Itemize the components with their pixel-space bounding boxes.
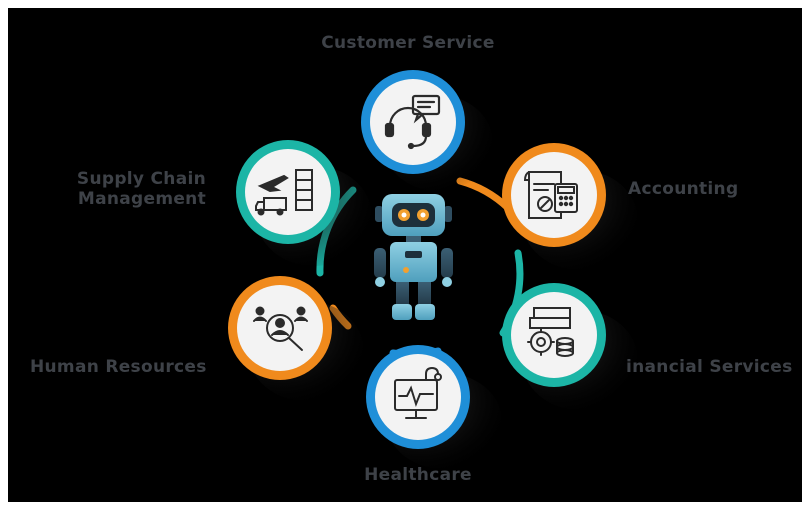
node-financial-services [502, 283, 638, 410]
people-magnifier-icon [253, 306, 308, 351]
monitor-stethoscope-icon [394, 366, 442, 419]
label-supply-chain: Supply Chain Management [48, 169, 206, 209]
robot-icon [374, 194, 453, 320]
headset-chat-icon [384, 94, 441, 150]
node-accounting [502, 143, 638, 270]
label-supply-chain-line1: Supply Chain [76, 169, 206, 189]
label-accounting: Accounting [628, 179, 739, 199]
diagram-graphic [228, 70, 638, 469]
label-customer-service: Customer Service [321, 33, 495, 53]
node-human-resources [228, 276, 364, 401]
node-customer-service [361, 70, 493, 191]
plane-truck-boxes-icon [255, 169, 313, 216]
money-gear-coins-icon [527, 307, 574, 357]
label-financial-services: inancial Services [626, 357, 793, 377]
label-healthcare: Healthcare [364, 465, 472, 485]
ledger-calculator-icon [523, 171, 578, 219]
label-supply-chain-line2: Management [77, 189, 206, 209]
node-supply-chain [236, 140, 372, 266]
node-healthcare [366, 345, 502, 469]
connector-arc-accounting [456, 177, 512, 212]
diagram-canvas: Customer Service Accounting inancial Ser… [8, 8, 802, 502]
label-human-resources: Human Resources [30, 357, 207, 377]
